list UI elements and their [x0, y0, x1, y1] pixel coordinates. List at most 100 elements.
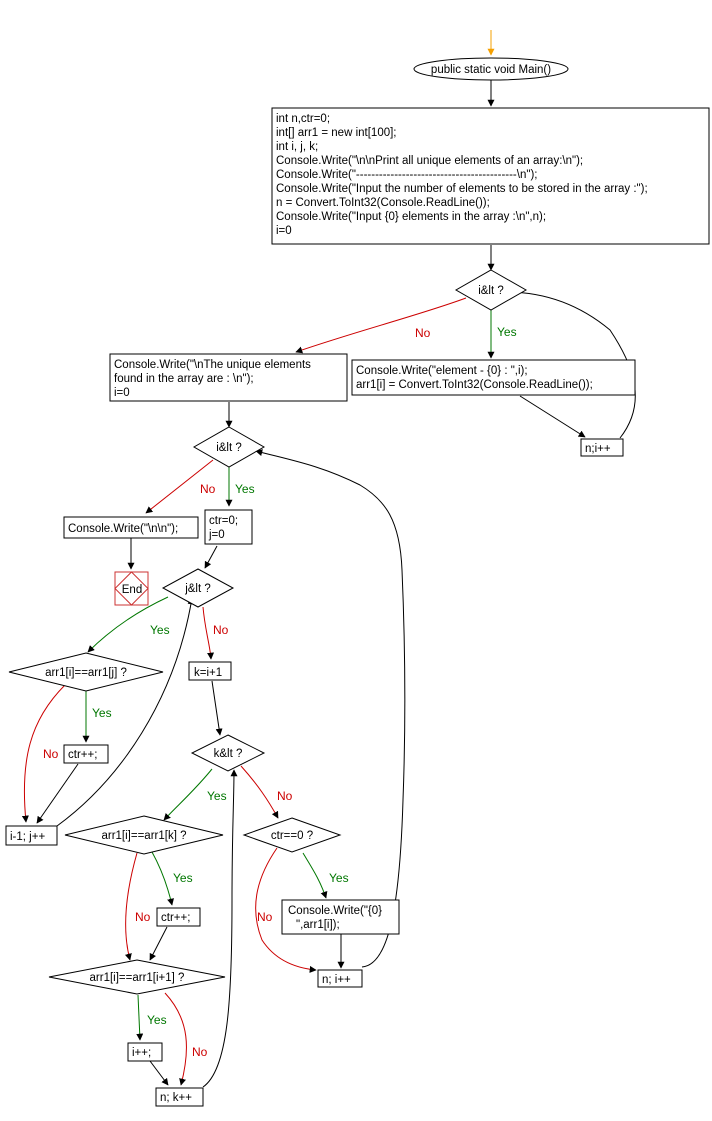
label-no: No	[277, 789, 293, 803]
init-line: int i, j, k;	[276, 141, 318, 153]
edge-loop2-no	[145, 459, 214, 514]
print-unique-line: Console.Write("{0}	[288, 905, 382, 917]
ctr-init-line: ctr=0;	[209, 515, 238, 527]
end-label: End	[122, 584, 142, 596]
nodes: public static void Main() int n,ctr=0; i…	[5, 57, 710, 1107]
start-node: public static void Main()	[413, 57, 569, 81]
label-no: No	[213, 623, 229, 637]
edge-ctrzero-no	[255, 847, 317, 973]
edge-loop3-no	[202, 606, 215, 660]
edge-input-incr1	[519, 395, 586, 438]
k-init: k=i+1	[188, 661, 232, 681]
edge-cmpnext-no	[164, 992, 187, 1086]
init-line: int[] arr1 = new int[100];	[276, 127, 397, 139]
loop2-label: i&lt ?	[216, 442, 242, 454]
edge-ctrzero-yes	[302, 852, 328, 899]
edge-cmpk-no	[124, 852, 138, 961]
loop1-label: i&lt ?	[478, 285, 504, 297]
edge-loop1-no	[295, 297, 467, 354]
input-line: Console.Write("element - {0} : ",i);	[356, 365, 528, 377]
init-block: int n,ctr=0; int[] arr1 = new int[100]; …	[271, 107, 710, 245]
cmp-k-label: arr1[i]==arr1[k] ?	[101, 830, 186, 842]
k-init-label: k=i+1	[194, 667, 222, 679]
edge-ctr2-cmpnext	[149, 926, 168, 961]
label-yes: Yes	[497, 325, 517, 339]
edge-cmpk-yes	[151, 851, 174, 906]
loop3-decision: j&lt ?	[161, 568, 235, 608]
loop1-decision: i&lt ?	[454, 269, 528, 311]
label-yes: Yes	[92, 706, 112, 720]
loop1-increment-label: n;i++	[585, 443, 611, 455]
init-line: Console.Write("\n\nPrint all unique elem…	[276, 155, 583, 167]
ctr-init: ctr=0; j=0	[204, 509, 253, 545]
loop4-increment-label: n; k++	[160, 1092, 192, 1104]
label-no: No	[43, 747, 59, 761]
ctr-incr-2: ctr++;	[156, 907, 201, 927]
init-line: n = Convert.ToInt32(Console.ReadLine());	[276, 197, 490, 209]
edge-incr1-loop1	[505, 288, 636, 439]
loop3-increment-label: i-1; j++	[10, 831, 45, 843]
label-no: No	[192, 1045, 208, 1059]
label-yes: Yes	[329, 871, 349, 885]
ctr-incr-2-label: ctr++;	[161, 912, 190, 924]
cmp-next-label: arr1[i]==arr1[i+1] ?	[90, 972, 185, 984]
init-line: Console.Write("Input {0} elements in the…	[276, 211, 546, 223]
label-yes: Yes	[147, 1013, 167, 1027]
i-incr: i++;	[127, 1042, 163, 1062]
loop4-increment: n; k++	[155, 1087, 204, 1107]
print-unique: Console.Write("{0} ",arr1[i]);	[281, 899, 400, 935]
cmp-j-decision: arr1[i]==arr1[j] ?	[8, 652, 164, 692]
loop2-increment: n; i++	[317, 969, 363, 988]
ctr-init-line: j=0	[208, 529, 225, 541]
unique-block: Console.Write("\nThe unique elements fou…	[109, 353, 348, 402]
loop2-increment-label: n; i++	[322, 974, 351, 986]
edge-labels: Yes No Yes No Yes No Yes No Yes No Yes N…	[43, 325, 517, 1059]
edge-ctr1-incr3	[36, 763, 79, 824]
unique-line: i=0	[114, 387, 130, 399]
edge-incr3-loop3	[56, 597, 195, 827]
newline-write-label: Console.Write("\n\n");	[68, 523, 178, 535]
label-yes: Yes	[150, 623, 170, 637]
edge-iincr-k	[149, 1060, 169, 1086]
edge-ctrinit-loop3	[204, 545, 218, 569]
ctr-zero-label: ctr==0 ?	[271, 830, 313, 842]
label-yes: Yes	[207, 789, 227, 803]
label-yes: Yes	[235, 482, 255, 496]
loop3-increment: i-1; j++	[5, 825, 58, 846]
edge-kinit-loop4	[211, 680, 223, 736]
ctr-incr-1: ctr++;	[63, 744, 109, 764]
init-line: Console.Write("-------------------------…	[276, 169, 537, 181]
print-unique-line: ",arr1[i]);	[296, 919, 340, 931]
ctr-zero-decision: ctr==0 ?	[242, 817, 342, 853]
input-block: Console.Write("element - {0} : ",i); arr…	[351, 359, 636, 396]
cmp-next-decision: arr1[i]==arr1[i+1] ?	[48, 959, 226, 995]
label-yes: Yes	[173, 871, 193, 885]
edges	[21, 30, 636, 1088]
init-line: Console.Write("Input the number of eleme…	[276, 183, 648, 195]
unique-line: Console.Write("\nThe unique elements	[114, 359, 311, 371]
init-line: i=0	[276, 225, 292, 237]
edge-kincr-loop4	[202, 769, 238, 1088]
newline-write: Console.Write("\n\n");	[63, 516, 199, 539]
loop2-decision: i&lt ?	[192, 426, 266, 468]
edge-loop3-yes	[87, 596, 169, 653]
i-incr-label: i++;	[132, 1047, 151, 1059]
edge-loop4-yes	[163, 768, 213, 821]
init-line: int n,ctr=0;	[276, 113, 330, 125]
loop1-increment: n;i++	[580, 438, 624, 457]
loop4-label: k&lt ?	[214, 748, 243, 760]
label-no: No	[135, 910, 151, 924]
ctr-incr-1-label: ctr++;	[68, 749, 97, 761]
cmp-j-label: arr1[i]==arr1[j] ?	[45, 667, 127, 679]
edge-loop4-no	[240, 765, 279, 819]
label-no: No	[257, 910, 273, 924]
label-no: No	[200, 482, 216, 496]
loop3-label: j&lt ?	[184, 583, 211, 595]
edge-cmpj-no	[21, 684, 66, 823]
unique-line: found in the array are : \n");	[114, 373, 254, 385]
end-node: End	[114, 571, 149, 606]
label-no: No	[415, 326, 431, 340]
loop4-decision: k&lt ?	[190, 734, 266, 772]
input-line: arr1[i] = Convert.ToInt32(Console.ReadLi…	[356, 379, 593, 391]
